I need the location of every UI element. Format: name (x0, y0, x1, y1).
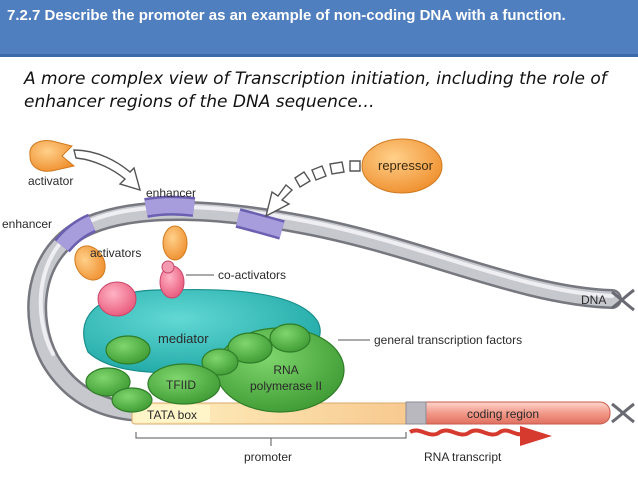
dna-end-twist-top (611, 288, 635, 312)
label-mediator: mediator (158, 331, 209, 346)
repressor-protein (361, 138, 443, 194)
label-general-transcription-factors: general transcription factors (374, 333, 522, 347)
free-activator-protein (29, 140, 76, 172)
label-tata-box: TATA box (147, 408, 197, 422)
label-co-activators: co-activators (218, 268, 286, 282)
label-dna: DNA (581, 293, 606, 307)
activator-bound-left (74, 245, 137, 317)
label-activator: activator (28, 174, 73, 188)
slide-subtitle: A more complex view of Transcription ini… (24, 69, 607, 112)
label-tfiid: TFIID (166, 378, 196, 392)
activator-arrow (73, 149, 142, 192)
dna-strand (27, 200, 622, 422)
label-coding-region: coding region (467, 407, 539, 421)
label-enhancer-top: enhancer (146, 186, 196, 200)
label-enhancer-left: enhancer (2, 217, 52, 231)
general-transcription-factors (85, 323, 345, 413)
label-promoter: promoter (244, 450, 292, 464)
leader-lines (186, 274, 370, 341)
tata-box-region (136, 405, 210, 422)
repressor-arrow (264, 160, 361, 218)
title-bar: 7.2.7 Describe the promoter as an exampl… (0, 0, 638, 57)
label-rna-polymerase-1: RNA (273, 363, 298, 377)
slide-title: 7.2.7 Describe the promoter as an exampl… (7, 7, 566, 24)
activator-bound-right (159, 225, 188, 299)
promoter-bracket (135, 432, 407, 446)
label-repressor: repressor (378, 158, 434, 173)
dna-end-twist-bottom (611, 402, 635, 424)
label-rna-transcript: RNA transcript (424, 450, 502, 464)
rna-transcript-arrow (408, 426, 552, 446)
label-activators: activators (90, 246, 141, 260)
label-rna-polymerase-2: polymerase II (250, 379, 322, 393)
